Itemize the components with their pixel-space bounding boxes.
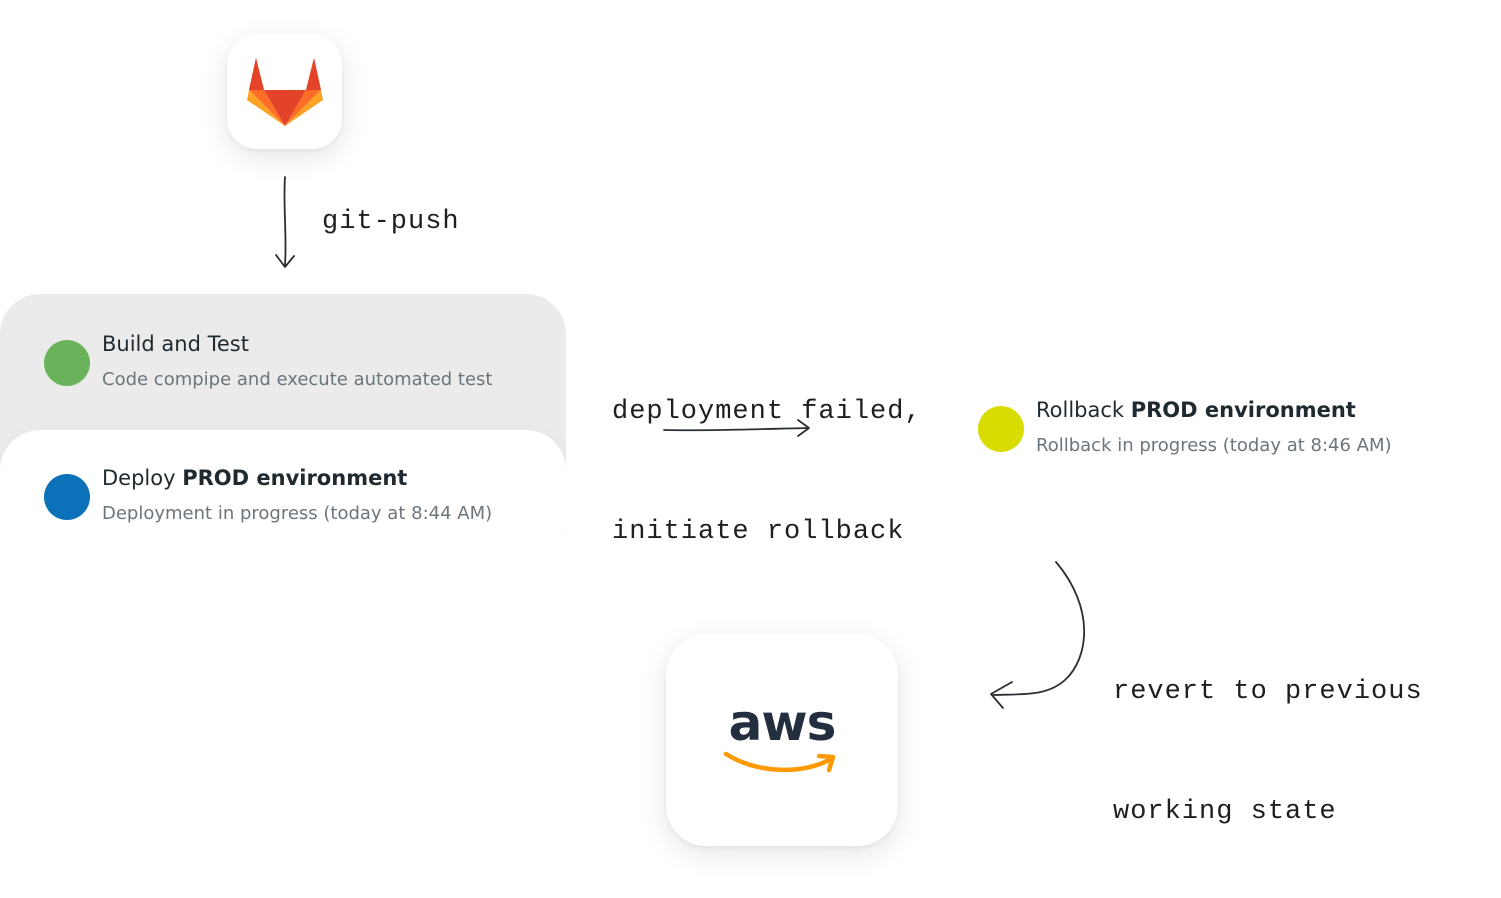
status-dot-success bbox=[44, 340, 90, 386]
step-title: Rollback PROD environment bbox=[1036, 398, 1356, 422]
status-dot-warning bbox=[978, 406, 1024, 452]
gitlab-logo-tile bbox=[227, 34, 342, 149]
aws-smile-icon bbox=[723, 751, 836, 773]
aws-logo-text: aws bbox=[728, 694, 837, 752]
aws-logo-tile: aws bbox=[666, 634, 898, 846]
rollback-trigger-label: deployment failed, initiate rollback bbox=[612, 397, 922, 547]
step-title: Deploy PROD environment bbox=[102, 466, 408, 490]
step-subtitle: Code compipe and execute automated test bbox=[102, 369, 493, 390]
status-dot-in-progress bbox=[44, 474, 90, 520]
step-subtitle: Rollback in progress (today at 8:46 AM) bbox=[1036, 435, 1392, 456]
rollback-arrow bbox=[663, 419, 810, 437]
git-push-label: git-push bbox=[322, 207, 460, 237]
gitlab-icon bbox=[246, 57, 323, 126]
deploy-step-card: Deploy PROD environment Deployment in pr… bbox=[0, 430, 566, 566]
pipeline-panel: Build and Test Code compipe and execute … bbox=[0, 294, 566, 566]
step-subtitle: Deployment in progress (today at 8:44 AM… bbox=[102, 503, 493, 524]
revert-label: revert to previous working state bbox=[1113, 677, 1423, 827]
step-title: Build and Test bbox=[102, 332, 249, 356]
git-push-arrow bbox=[275, 176, 295, 268]
revert-arrow bbox=[990, 561, 1086, 709]
